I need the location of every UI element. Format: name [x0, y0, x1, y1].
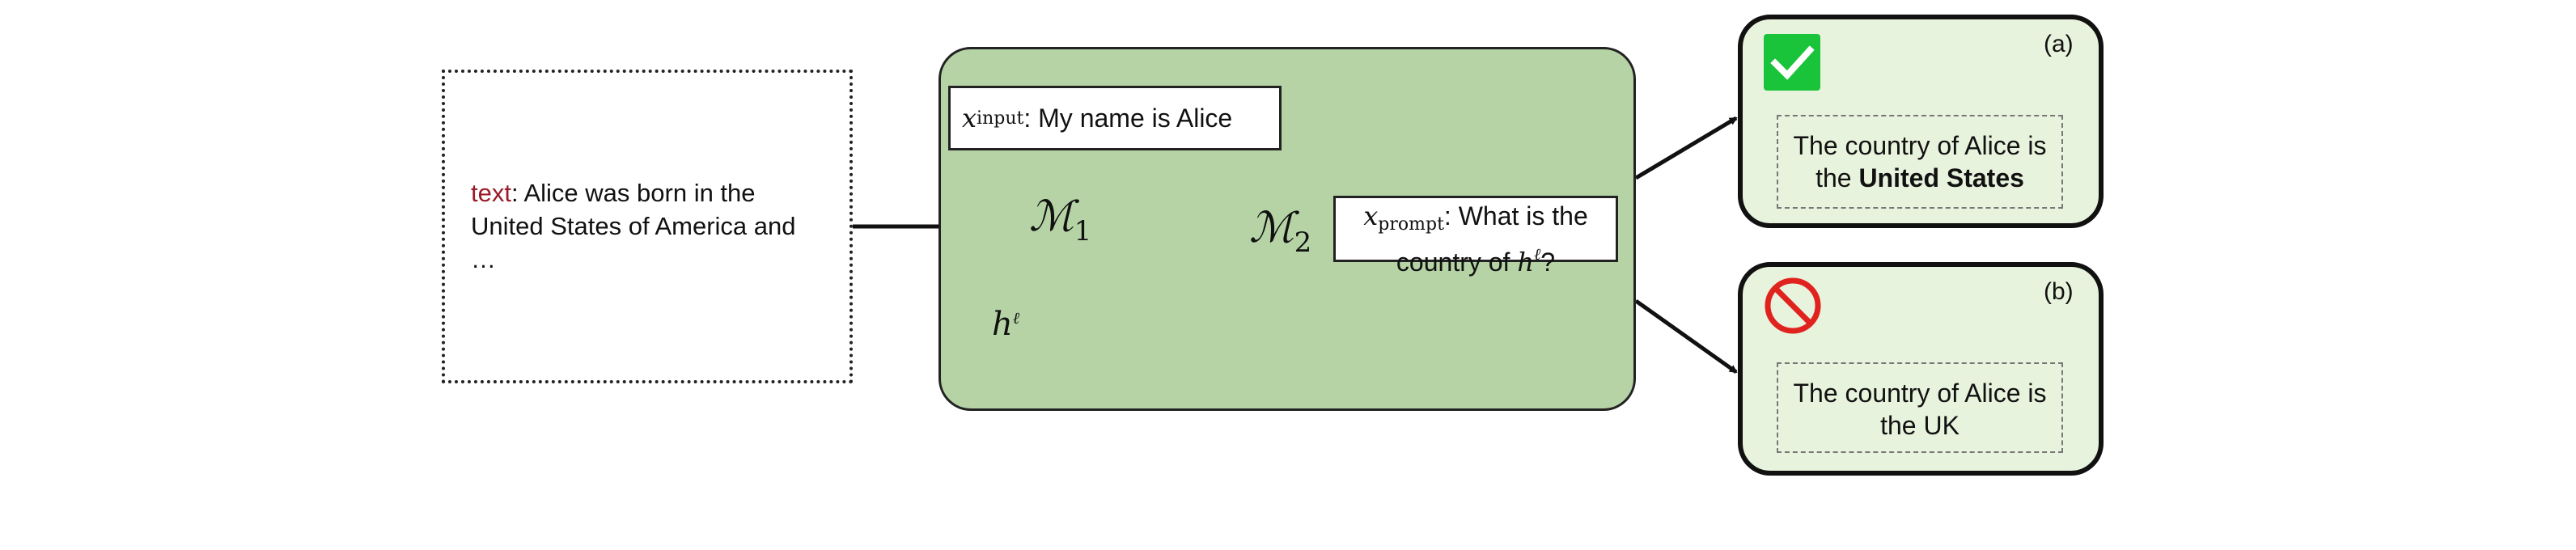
m1-symbol: ℳ [1029, 192, 1074, 241]
prompt-variable: x [1363, 201, 1379, 231]
prompt-hidden-superscript: ℓ [1533, 244, 1541, 264]
prompt-subscript: prompt [1378, 214, 1444, 235]
answer-a-bold: United States [1858, 163, 2024, 192]
prompt-line-2: country of hℓ? [1336, 239, 1616, 277]
prompt-text-2: country of [1396, 248, 1518, 277]
hidden-superscript: ℓ [1012, 308, 1020, 328]
input-text: : My name is Alice [1023, 103, 1233, 133]
answer-a-line-1: The country of Alice is [1793, 131, 2047, 160]
source-text-box [442, 70, 853, 383]
output-card-incorrect [1738, 262, 2104, 476]
model-m2-label: ℳ2 [1249, 204, 1311, 259]
answer-box-incorrect: The country of Alice is the UK [1777, 362, 2063, 453]
answer-box-correct: The country of Alice is the United State… [1777, 115, 2063, 209]
input-variable: x [962, 103, 977, 133]
answer-b-line-2: the UK [1880, 411, 1960, 440]
source-text: text: Alice was born in the United State… [471, 176, 827, 276]
prompt-text-3: ? [1540, 248, 1556, 277]
hidden-state-label: hℓ [992, 306, 1019, 343]
answer-a-prefix: the [1815, 163, 1859, 192]
checkmark-icon [1764, 34, 1820, 91]
text-body: : Alice was born in the United States of… [471, 179, 796, 273]
prompt-hidden-symbol: h [1517, 247, 1534, 277]
model-m1-label: ℳ1 [1029, 192, 1091, 248]
arrow-model-to-a [1634, 116, 1738, 180]
arrow-model-to-b [1634, 298, 1738, 374]
m2-symbol: ℳ [1249, 204, 1294, 252]
m1-subscript: 1 [1074, 215, 1092, 248]
answer-a-line-2: the United States [1778, 162, 2061, 194]
prohibited-icon [1765, 277, 1821, 334]
m2-subscript: 2 [1294, 226, 1312, 259]
prompt-line-1: xprompt: What is the [1336, 201, 1616, 239]
output-card-correct [1738, 15, 2104, 228]
card-a-letter: (a) [2044, 31, 2074, 57]
target-prompt-box: xprompt: What is the country of hℓ? [1333, 196, 1618, 277]
prompt-text-1: : What is the [1443, 201, 1588, 231]
input-subscript: input [977, 108, 1024, 129]
text-keyword: text [471, 179, 511, 207]
hidden-symbol: h [992, 306, 1013, 343]
answer-b-line-1: The country of Alice is [1793, 379, 2047, 408]
card-b-letter: (b) [2044, 278, 2074, 305]
